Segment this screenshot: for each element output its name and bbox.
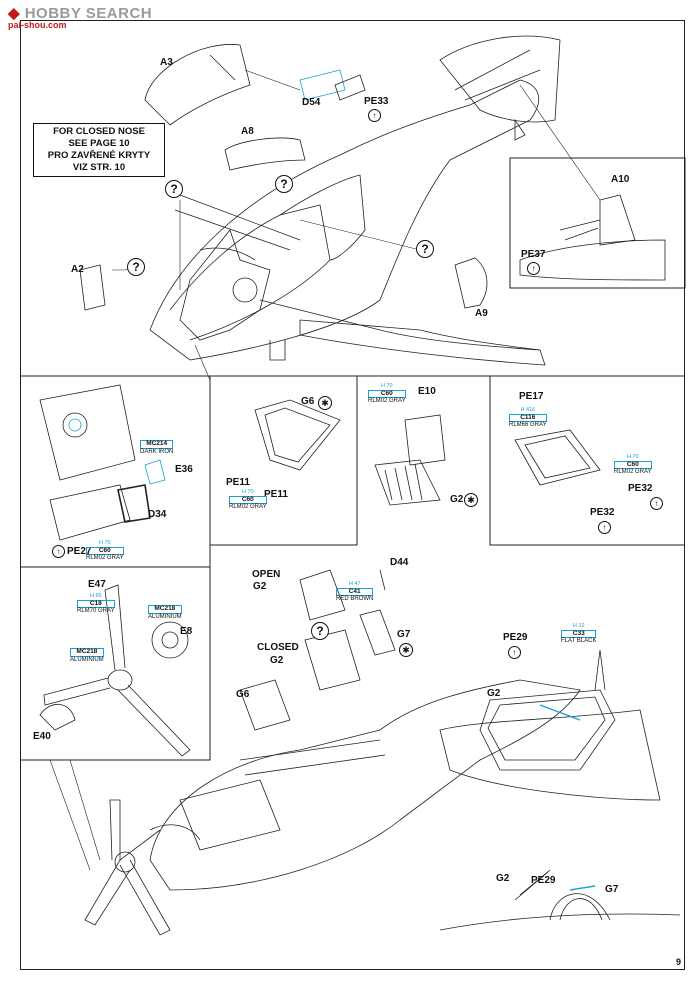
parts-top — [79, 44, 488, 311]
label-e36: E36 — [175, 464, 193, 475]
label-g6-top: G6 — [301, 396, 315, 407]
question-icon: ? — [416, 240, 434, 258]
label-pe32-a: PE32 — [628, 483, 653, 494]
paint-code-rlm66: H 416 C116 RLM66 GRAY — [509, 407, 547, 428]
paint-code-aluminium: MC218 ALUMINIUM — [148, 605, 182, 620]
label-pe37: PE37 — [521, 249, 546, 260]
pe-part-icon: ↑ — [650, 497, 663, 510]
canopy-g2-small — [439, 869, 681, 931]
label-g6-low: G6 — [236, 689, 250, 700]
canopy-g2-right — [439, 649, 661, 801]
leader-lines — [49, 69, 601, 871]
canopy-frame-g6 — [254, 399, 341, 471]
label-d44: D44 — [390, 557, 409, 568]
label-pe11-a: PE11 — [226, 477, 250, 488]
pe-part-icon: ↑ — [527, 262, 540, 275]
tail-detail — [519, 194, 666, 281]
label-a3: A3 — [160, 57, 173, 68]
label-open-g2: G2 — [253, 581, 267, 592]
label-closed: CLOSED — [257, 642, 299, 653]
paint-code-dark-iron: MC214 DARK IRON — [140, 440, 174, 455]
panel-border-prop — [20, 566, 211, 761]
watermark-text: HOBBY SEARCH — [24, 5, 153, 22]
panel-border-tail — [509, 157, 686, 289]
label-e40: E40 — [33, 731, 51, 742]
paint-code-rlm02: H 70 C60 RLM02 GRAY — [229, 489, 267, 510]
note-line-2: SEE PAGE 10 — [68, 138, 130, 149]
fuselage-top — [149, 35, 561, 366]
question-icon: ? — [275, 175, 293, 193]
label-d54: D54 — [302, 97, 321, 108]
paint-code-rlm02: H 70 C60 RLM02 GRAY — [368, 383, 406, 404]
label-open: OPEN — [252, 569, 281, 580]
pe-part-icon: ↑ — [368, 109, 381, 122]
label-pe29-small: PE29 — [531, 875, 556, 886]
watermark-logo-icon: ◆ — [8, 5, 21, 22]
note-line-1: FOR CLOSED NOSE — [53, 126, 145, 137]
closed-nose-note: FOR CLOSED NOSE SEE PAGE 10 PRO ZAVŘENÉ … — [33, 123, 165, 177]
paint-code-aluminium: MC218 ALUMINIUM — [70, 648, 104, 663]
label-pe32-b: PE32 — [590, 507, 615, 518]
label-g7-small: G7 — [605, 884, 619, 895]
pe-part-icon: ↑ — [598, 521, 611, 534]
note-line-4: VIZ STR. 10 — [72, 162, 126, 173]
question-icon: ? — [165, 180, 183, 198]
page-number: 9 — [675, 957, 681, 967]
label-a8: A8 — [241, 126, 254, 137]
label-d34: D34 — [148, 509, 167, 520]
panel-border-mid2 — [210, 376, 358, 546]
stop-icon: ✱ — [464, 493, 478, 507]
label-a9: A9 — [475, 308, 488, 319]
label-g2-mid: G2 — [450, 494, 464, 505]
label-a10: A10 — [611, 174, 630, 185]
pe-part-icon: ↑ — [52, 545, 65, 558]
label-e8: E8 — [180, 626, 193, 637]
armor-e10 — [374, 414, 446, 506]
label-g2-small: G2 — [496, 873, 510, 884]
label-g2-right: G2 — [487, 688, 501, 699]
stop-icon: ✱ — [318, 396, 332, 410]
instruction-frame — [20, 20, 685, 970]
stop-icon: ✱ — [399, 643, 413, 657]
note-line-3: PRO ZAVŘENÉ KRYTY — [47, 150, 151, 161]
propeller-detail — [39, 584, 191, 757]
armor-pe17 — [514, 429, 601, 486]
label-pe11-b: PE11 — [264, 489, 288, 500]
label-a2: A2 — [71, 264, 84, 275]
paint-code-rlm70: H 65 C18 RLM70 GRAY — [77, 593, 115, 614]
label-pe33: PE33 — [364, 96, 389, 107]
label-e10: E10 — [418, 386, 436, 397]
fuselage-lower — [84, 569, 581, 936]
label-pe17: PE17 — [519, 391, 544, 402]
question-icon: ? — [127, 258, 145, 276]
panel-border-mid3 — [357, 375, 685, 546]
paint-code-red-brown: H 47 C41 RED BROWN — [336, 581, 374, 602]
paint-code-rlm02: H 70 C60 RLM02 GRAY — [614, 454, 652, 475]
label-pe29-top: PE29 — [503, 632, 528, 643]
pe-part-icon: ↑ — [508, 646, 521, 659]
label-g7-mid: G7 — [397, 629, 411, 640]
watermark-subtext: pai-shou.com — [8, 20, 67, 30]
cockpit-detail — [39, 384, 166, 541]
paint-code-flat-black: H 12 C33 FLAT BLACK — [561, 623, 597, 644]
label-e47: E47 — [88, 579, 106, 590]
label-pe27: PE27 — [67, 546, 92, 557]
question-icon: ? — [311, 622, 329, 640]
label-closed-g2: G2 — [270, 655, 284, 666]
paint-code-rlm02: H 70 C60 RLM02 GRAY — [86, 540, 124, 561]
watermark: ◆ HOBBY SEARCH pai-shou.com — [8, 4, 152, 30]
